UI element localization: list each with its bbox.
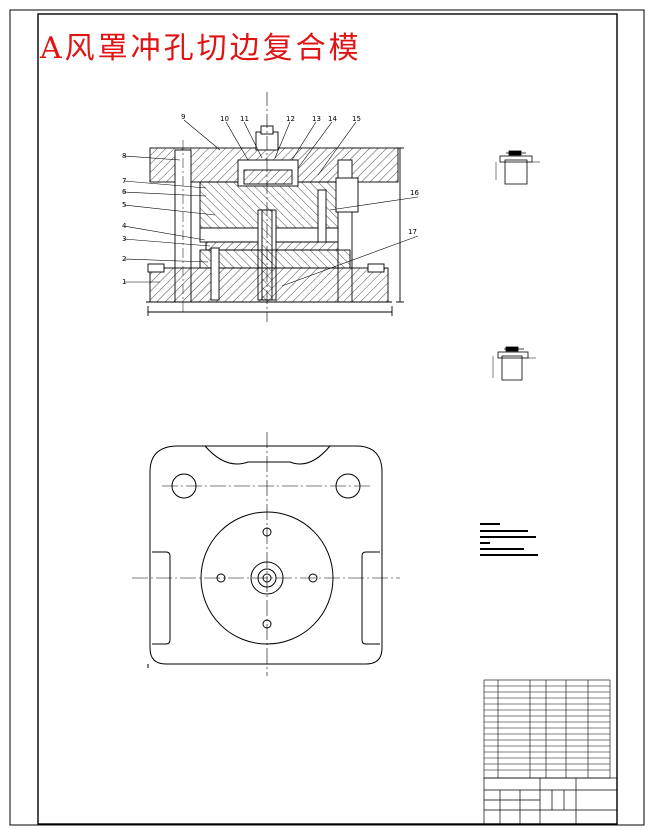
front-section-view xyxy=(146,92,404,322)
leader-4 xyxy=(123,225,206,241)
leader-2 xyxy=(123,258,209,263)
callout-7: 7 xyxy=(122,177,126,185)
callout-15: 15 xyxy=(352,115,361,123)
leader-6 xyxy=(123,191,207,197)
leader-5 xyxy=(123,204,216,216)
callout-11: 11 xyxy=(240,115,249,123)
callout-9: 9 xyxy=(181,113,185,121)
callout-4: 4 xyxy=(122,222,127,230)
callout-2: 2 xyxy=(122,255,126,263)
plan-view xyxy=(147,445,383,668)
plan-view-center-lines xyxy=(132,432,400,676)
leader-9 xyxy=(183,119,221,151)
leader-17 xyxy=(281,235,419,287)
callout-6: 6 xyxy=(122,188,127,196)
callout-12: 12 xyxy=(286,115,295,123)
leader-3 xyxy=(123,238,211,247)
drawing-title: A风罩冲孔切边复合模 xyxy=(40,31,362,66)
callout-3: 3 xyxy=(122,235,126,243)
callout-leaders xyxy=(123,119,419,287)
callout-1: 1 xyxy=(122,278,126,286)
leader-16 xyxy=(329,196,419,211)
leader-13 xyxy=(291,121,317,161)
parts-list-table xyxy=(483,679,611,779)
callout-5: 5 xyxy=(122,201,126,209)
callout-17: 17 xyxy=(408,228,417,236)
leader-15 xyxy=(317,121,357,176)
leader-10 xyxy=(225,121,249,161)
callout-16: 16 xyxy=(410,189,419,197)
inner-border xyxy=(37,13,618,825)
outer-border xyxy=(9,9,645,826)
leader-7 xyxy=(123,180,207,189)
leader-14 xyxy=(297,121,333,169)
callout-labels: 1 2 3 4 5 6 7 8 9 10 11 12 13 14 15 16 1… xyxy=(122,113,419,286)
part-detail-sketch-top xyxy=(495,150,540,185)
leader-11 xyxy=(243,121,263,159)
leader-8 xyxy=(123,155,181,161)
callout-14: 14 xyxy=(328,115,337,123)
callout-10: 10 xyxy=(220,115,229,123)
leader-12 xyxy=(274,121,291,159)
technical-notes xyxy=(480,523,538,556)
part-detail-sketch-bottom xyxy=(492,346,536,381)
callout-13: 13 xyxy=(312,115,321,123)
title-block xyxy=(483,777,618,825)
callout-8: 8 xyxy=(122,152,126,160)
